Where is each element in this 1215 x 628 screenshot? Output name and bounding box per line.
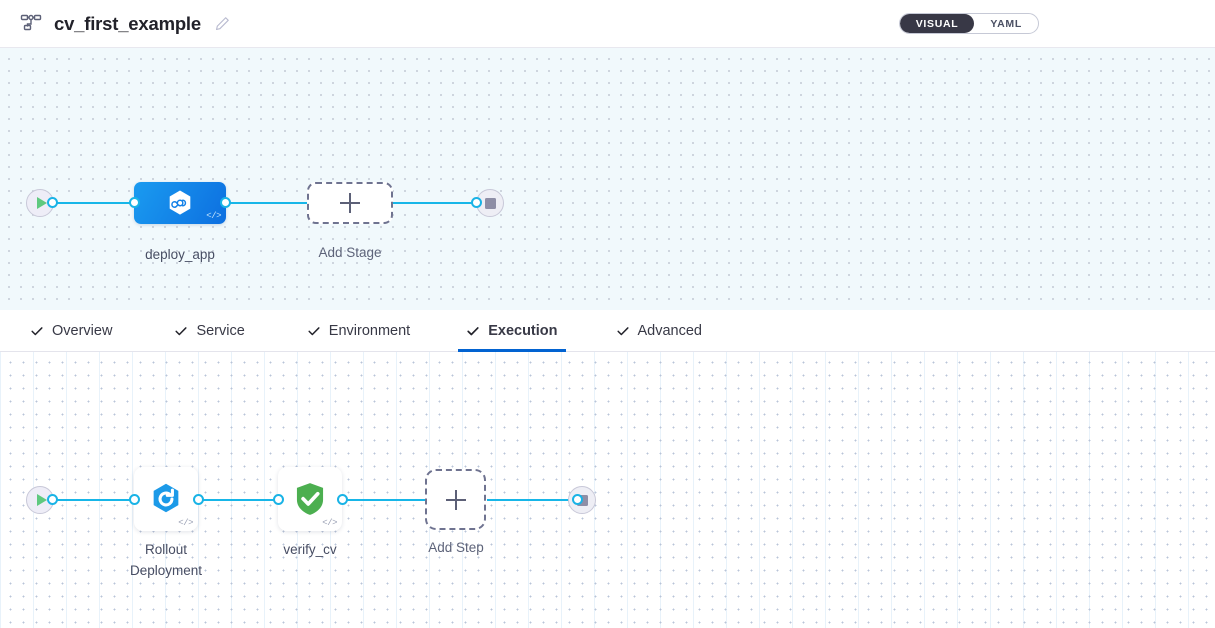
edge-verify-to-addstep (340, 499, 425, 501)
toggle-option-visual[interactable]: VISUAL (899, 14, 975, 33)
yaml-code-badge[interactable]: </> (178, 518, 193, 528)
check-icon (30, 324, 44, 338)
edge-rollout-to-verify (196, 499, 284, 501)
tab-advanced[interactable]: Advanced (608, 310, 711, 351)
step-node-verify-cv[interactable]: </> (278, 467, 342, 531)
execution-steps-canvas[interactable]: </> Rollout Deployment </> verify_cv Add… (0, 352, 1215, 628)
check-icon (307, 324, 321, 338)
port-verify-in[interactable] (273, 494, 284, 505)
add-stage-node[interactable] (307, 182, 393, 224)
view-mode-toggle[interactable]: VISUAL YAML (898, 13, 1039, 34)
verify-shield-check-icon (296, 483, 324, 515)
port-end-in[interactable] (471, 197, 482, 208)
stage-node-deploy-app[interactable]: </> (134, 182, 226, 224)
edge-start-to-deploy (48, 202, 138, 204)
tab-environment[interactable]: Environment (299, 310, 418, 351)
plus-icon (340, 193, 360, 213)
step-node-rollout-deployment[interactable]: </> (134, 467, 198, 531)
tab-label-overview: Overview (52, 322, 113, 339)
tab-overview[interactable]: Overview (22, 310, 120, 351)
port-rollout-out[interactable] (193, 494, 204, 505)
port-start-out[interactable] (47, 197, 58, 208)
edge-deploy-to-addstage (222, 202, 312, 204)
tab-label-environment: Environment (328, 322, 411, 339)
plus-icon (445, 489, 466, 510)
rollout-deployment-hexagon-icon (153, 483, 179, 513)
deployment-hexagon-icon (169, 190, 191, 215)
tab-label-execution: Execution (488, 322, 558, 339)
page-title: cv_first_example (54, 12, 201, 34)
check-icon (466, 324, 480, 338)
play-icon (36, 197, 47, 209)
step-label-rollout-deployment: Rollout Deployment (129, 542, 203, 578)
step-label-verify-cv: verify_cv (283, 542, 337, 557)
stage-graph-canvas[interactable]: </> deploy_app Add Stage (0, 48, 1215, 310)
check-icon (174, 324, 188, 338)
tab-label-advanced: Advanced (637, 322, 703, 339)
tab-label-service: Service (196, 322, 245, 339)
edge-addstep-to-end (487, 499, 575, 501)
pipeline-flow-icon (18, 11, 44, 37)
check-icon (616, 324, 630, 338)
port-exec-end-in[interactable] (572, 494, 583, 505)
add-step-label: Add Step (428, 540, 484, 555)
tab-service[interactable]: Service (166, 310, 252, 351)
port-deploy-in[interactable] (129, 197, 140, 208)
add-stage-label: Add Stage (318, 245, 382, 260)
stage-label-deploy-app: deploy_app (145, 247, 215, 262)
add-step-node[interactable] (425, 469, 486, 530)
port-rollout-in[interactable] (129, 494, 140, 505)
yaml-code-badge[interactable]: </> (206, 211, 221, 221)
toggle-option-yaml[interactable]: YAML (990, 17, 1022, 30)
port-exec-start-out[interactable] (47, 494, 58, 505)
yaml-code-badge[interactable]: </> (322, 518, 337, 528)
edge-addstage-to-end (390, 202, 482, 204)
pencil-edit-icon[interactable] (213, 14, 233, 34)
stage-config-tabs[interactable]: Overview Service Environment Execution A… (0, 310, 1215, 352)
tab-execution[interactable]: Execution (458, 310, 566, 352)
edge-start-to-rollout (48, 499, 138, 501)
play-icon (36, 494, 47, 506)
port-verify-out[interactable] (337, 494, 348, 505)
app-header: cv_first_example VISUAL YAML (0, 0, 1215, 48)
stop-icon (484, 197, 496, 209)
port-deploy-out[interactable] (220, 197, 231, 208)
